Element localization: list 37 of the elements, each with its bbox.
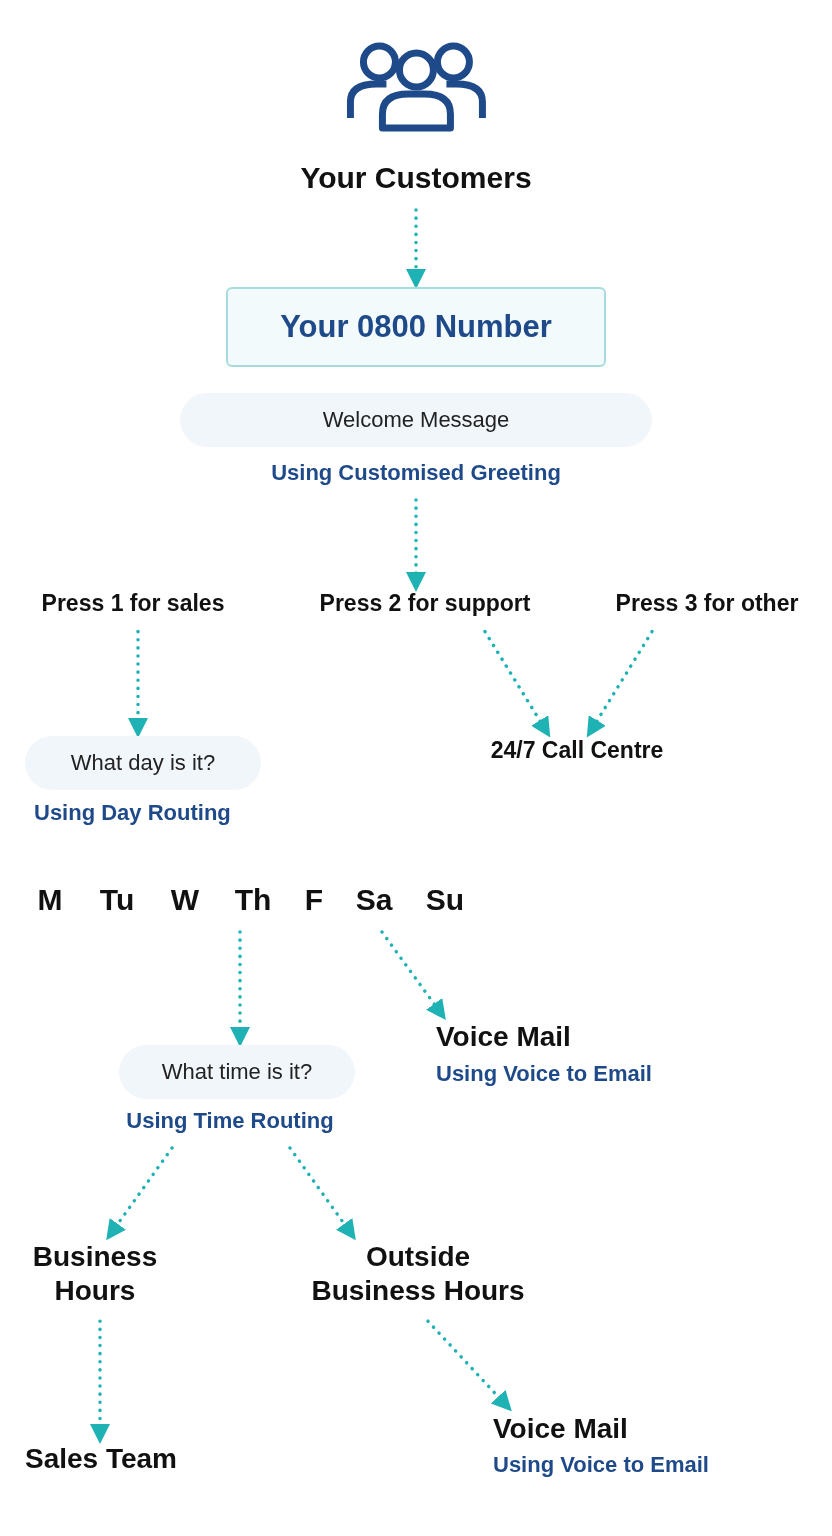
- step-label: Su: [425, 882, 465, 918]
- arrow: [406, 498, 426, 592]
- number-box: Your 0800 Number: [226, 287, 606, 367]
- step-label: Business Hours: [15, 1240, 175, 1308]
- step-label: Press 1 for sales: [41, 590, 225, 618]
- arrow: [90, 1319, 110, 1444]
- caption-text: Using Voice to Email: [493, 1452, 709, 1478]
- arrow: [230, 930, 250, 1047]
- step-label: F: [304, 882, 324, 918]
- arrow: [586, 629, 654, 738]
- step-label: Tu: [99, 882, 135, 918]
- heading-label: Your Customers: [300, 160, 532, 196]
- step-label: Voice Mail: [436, 1020, 571, 1054]
- question-pill: Welcome Message: [180, 393, 652, 447]
- step-label: Th: [234, 882, 272, 918]
- arrow: [128, 629, 148, 738]
- question-pill: What day is it?: [25, 736, 261, 790]
- arrow: [380, 930, 446, 1021]
- step-label: Sa: [355, 882, 393, 918]
- arrow: [406, 208, 426, 289]
- caption-text: Using Customised Greeting: [271, 460, 561, 486]
- step-label: M: [37, 882, 63, 918]
- step-label: 24/7 Call Centre: [490, 737, 664, 765]
- arrow: [288, 1146, 356, 1241]
- step-label: Press 3 for other: [615, 590, 799, 618]
- arrow: [426, 1319, 512, 1412]
- step-label: Press 2 for support: [319, 590, 531, 618]
- step-label: Sales Team: [25, 1442, 177, 1476]
- step-label: Outside Business Hours: [303, 1240, 533, 1308]
- step-label: Voice Mail: [493, 1412, 628, 1446]
- caption-text: Using Day Routing: [34, 800, 231, 826]
- step-label: W: [170, 882, 200, 918]
- caption-text: Using Time Routing: [126, 1108, 334, 1134]
- question-pill: What time is it?: [119, 1045, 355, 1099]
- arrow: [106, 1146, 174, 1241]
- caption-text: Using Voice to Email: [436, 1061, 652, 1087]
- arrow: [483, 629, 551, 738]
